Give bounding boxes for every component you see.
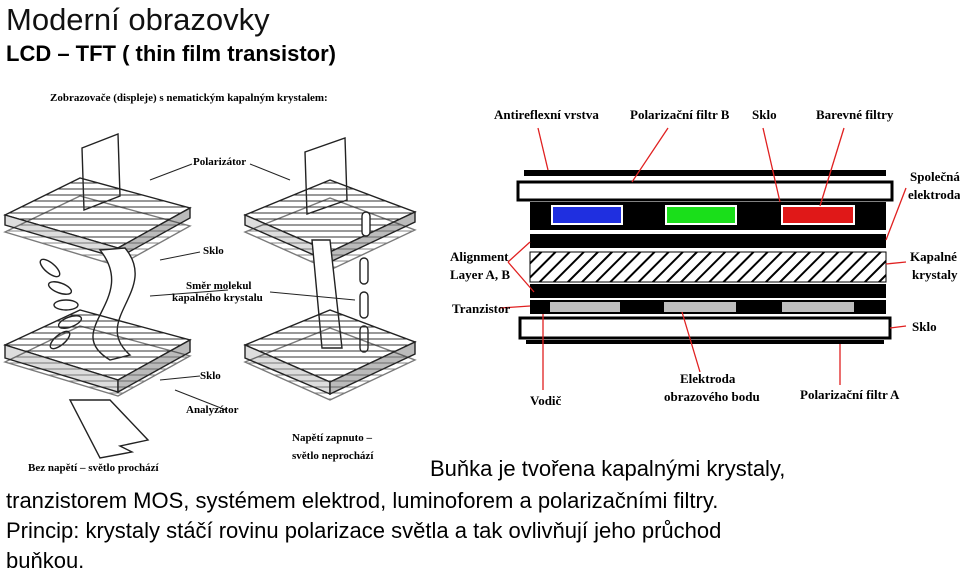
liquid-crystal-layer: [529, 251, 887, 283]
green-filter: [665, 205, 737, 225]
left-diagram-heading: Zobrazovače (displeje) s nematickým kapa…: [50, 92, 328, 104]
polarizer-a-layer: [526, 340, 884, 344]
description-line-1: Buňka je tvořena kapalnými krystaly,: [430, 456, 786, 481]
label-krystaly: krystaly: [912, 267, 958, 282]
label-smer-molekul: Směr molekul: [186, 280, 252, 292]
description-line-4: buňkou.: [6, 548, 85, 573]
label-sklo-bottom-right: Sklo: [912, 319, 937, 334]
label-barevne-filtry: Barevné filtry: [816, 107, 894, 122]
label-vodic: Vodič: [530, 393, 562, 408]
label-sklo-bottom: Sklo: [200, 370, 221, 382]
label-bez-napeti: Bez napětí – světlo prochází: [28, 462, 159, 474]
pixel-electrode: [782, 302, 854, 312]
label-layer-ab: Layer A, B: [450, 267, 511, 282]
label-kapalneho-krystalu: kapalného krystalu: [172, 292, 263, 304]
right-stack: [243, 137, 417, 401]
polarizer-b-layer: [516, 180, 894, 202]
antireflex-layer: [524, 170, 886, 176]
tft-layer-cross-section: [499, 127, 907, 390]
description-line-3: Princip: krystaly stáčí rovinu polarizac…: [6, 518, 722, 543]
red-filter: [781, 205, 855, 225]
page-title: Moderní obrazovky: [6, 2, 270, 37]
label-spolecna: Společná: [910, 169, 960, 184]
common-electrode-layer: [530, 234, 886, 248]
label-alignment: Alignment: [450, 249, 509, 264]
label-polfiltr-b: Polarizační filtr B: [630, 107, 730, 122]
label-polarizator: Polarizátor: [193, 156, 247, 168]
pixel-electrode: [664, 302, 736, 312]
label-sklo-top-right: Sklo: [752, 107, 777, 122]
label-tranzistor: Tranzistor: [452, 301, 511, 316]
label-elektroda-1: Elektroda: [680, 371, 736, 386]
label-napeti-zapnuto: Napětí zapnuto –: [292, 432, 373, 444]
page-subtitle: LCD – TFT ( thin film transistor): [6, 41, 336, 66]
glass-bottom-layer: [518, 316, 892, 340]
label-elektroda: elektroda: [908, 187, 960, 202]
label-kapalne: Kapalné: [910, 249, 957, 264]
label-antireflex: Antireflexní vrstva: [494, 107, 599, 122]
nematic-cell-illustration: [3, 132, 417, 459]
description-line-2: tranzistorem MOS, systémem elektrod, lum…: [6, 488, 719, 513]
label-obrazoveho-bodu: obrazového bodu: [664, 389, 760, 404]
blue-filter: [551, 205, 623, 225]
alignment-layer-bottom: [530, 284, 886, 298]
left-stack: [3, 132, 192, 459]
pixel-electrode: [550, 302, 620, 312]
label-svetlo-neprochazi: světlo neprochází: [292, 450, 374, 462]
label-analyzator: Analyzátor: [186, 404, 239, 416]
label-polfiltr-a: Polarizační filtr A: [800, 387, 900, 402]
label-sklo-top: Sklo: [203, 245, 224, 257]
